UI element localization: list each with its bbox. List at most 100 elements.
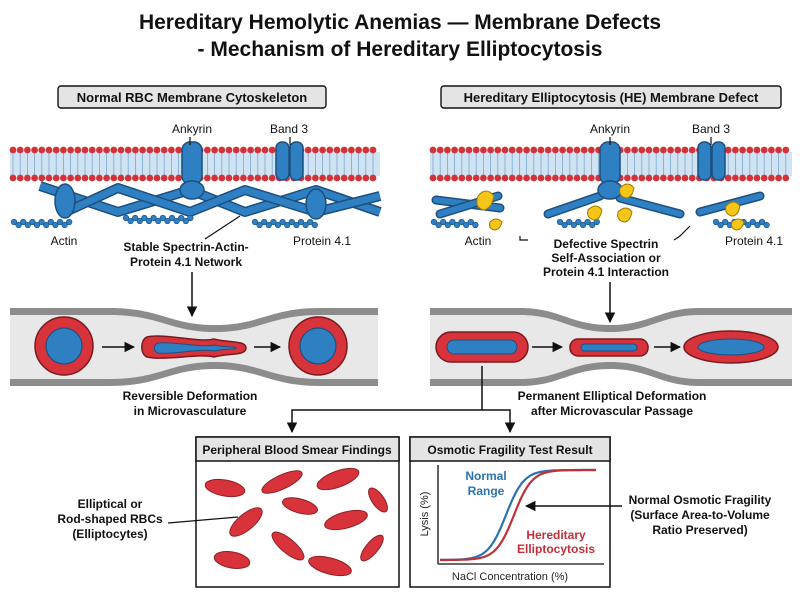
actin-bead (763, 221, 770, 229)
lipid-head (38, 146, 46, 154)
lipid-head (494, 174, 502, 182)
lipid-head (132, 174, 139, 182)
lipid-head (124, 146, 132, 154)
lipid-head (436, 174, 444, 182)
elliptocyte (368, 487, 388, 513)
lipid-head (160, 174, 168, 182)
actin-bead (749, 218, 756, 226)
lipid-head (74, 146, 82, 154)
lipid-head (588, 174, 595, 182)
left-band3-protein (275, 141, 304, 181)
lipid-head (753, 146, 761, 154)
elliptocyte (316, 467, 360, 491)
lipid-head (52, 146, 60, 154)
left-network-label-2: Protein 4.1 Network (130, 255, 242, 269)
lipid-head (67, 174, 74, 182)
lipid-head (681, 174, 689, 182)
lipid-head (110, 146, 118, 154)
lipid-head (24, 174, 31, 182)
lipid-head (268, 174, 276, 182)
left-actin-filaments (10, 214, 318, 229)
actin-bead (722, 218, 729, 226)
left-spectrin-network (38, 181, 382, 217)
left-protein41-junctions (54, 183, 327, 220)
lipid-head (369, 146, 377, 154)
actin-bead (159, 214, 166, 222)
title-line-1: Hereditary Hemolytic Anemias — Membrane … (139, 11, 661, 34)
actin-bead (467, 218, 474, 226)
lipid-head (753, 174, 761, 182)
right-actin-filaments (430, 218, 770, 229)
actin-bead (150, 214, 157, 222)
lipid-head (508, 174, 516, 182)
lipid-head (465, 146, 473, 154)
lipid-head (60, 174, 67, 182)
lipid-head (451, 146, 458, 154)
lipid-head (240, 146, 247, 154)
lipid-head (580, 174, 588, 182)
lipid-head (117, 146, 125, 154)
actin-bead (182, 217, 189, 225)
smear-label-2: Rod-shaped RBCs (57, 512, 163, 526)
left-network-label-1: Stable Spectrin-Actin- (123, 240, 248, 254)
actin-bead (61, 221, 68, 229)
actin-bead (164, 217, 171, 225)
lipid-head (355, 174, 362, 182)
lipid-head (458, 146, 466, 154)
lipid-head (775, 174, 782, 182)
lipid-head (760, 174, 768, 182)
lipid-head (624, 146, 631, 154)
lipid-head (16, 174, 24, 182)
lipid-head (652, 146, 660, 154)
lipid-head (254, 174, 262, 182)
lipid-head (544, 174, 552, 182)
lipid-head (175, 146, 183, 154)
lipid-head (645, 174, 653, 182)
actin-bead (293, 221, 300, 229)
lipid-head (580, 146, 588, 154)
svg-text:Hereditary Elliptocytosis (HE): Hereditary Elliptocytosis (HE) Membrane … (464, 90, 759, 105)
lipid-head (88, 146, 96, 154)
lipid-head (312, 174, 319, 182)
actin-bead (15, 221, 22, 229)
lipid-head (355, 146, 362, 154)
actin-bead (584, 218, 591, 226)
actin-bead (33, 221, 41, 229)
lipid-head (559, 146, 566, 154)
lipid-head (38, 174, 46, 182)
actin-bead (453, 221, 461, 229)
lipid-head (45, 174, 53, 182)
lipid-head (60, 146, 67, 154)
lipid-head (362, 174, 370, 182)
actin-bead (302, 221, 309, 229)
actin-bead (458, 218, 465, 226)
actin-bead (261, 218, 268, 226)
osmotic-note-1: Normal Osmotic Fragility (629, 493, 772, 507)
lipid-head (117, 174, 125, 182)
lipid-head (537, 146, 545, 154)
elliptocyte (261, 470, 303, 494)
actin-bead (256, 221, 263, 229)
lipid-head (304, 146, 312, 154)
lipid-head (652, 174, 660, 182)
actin-bead (29, 218, 36, 226)
lipid-head (132, 146, 139, 154)
lipid-head (139, 174, 147, 182)
lipid-head (225, 174, 233, 182)
lipid-head (746, 174, 754, 182)
lipid-head (429, 146, 437, 154)
actin-bead (435, 221, 442, 229)
svg-text:Normal RBC Membrane Cytoskelet: Normal RBC Membrane Cytoskeleton (77, 90, 307, 105)
he-label-2: Elliptocytosis (517, 542, 595, 556)
right-rbc-elliptical-2 (569, 338, 649, 357)
lipid-head (566, 174, 574, 182)
lipid-head (340, 146, 348, 154)
actin-bead (579, 221, 587, 229)
smear-box: Peripheral Blood Smear Findings (195, 436, 400, 588)
actin-bead (288, 218, 295, 226)
lipid-head (782, 174, 790, 182)
right-protein41-label: Protein 4.1 (725, 234, 783, 248)
lipid-head (52, 174, 60, 182)
elliptocyte (229, 507, 263, 537)
lipid-head (31, 174, 38, 182)
